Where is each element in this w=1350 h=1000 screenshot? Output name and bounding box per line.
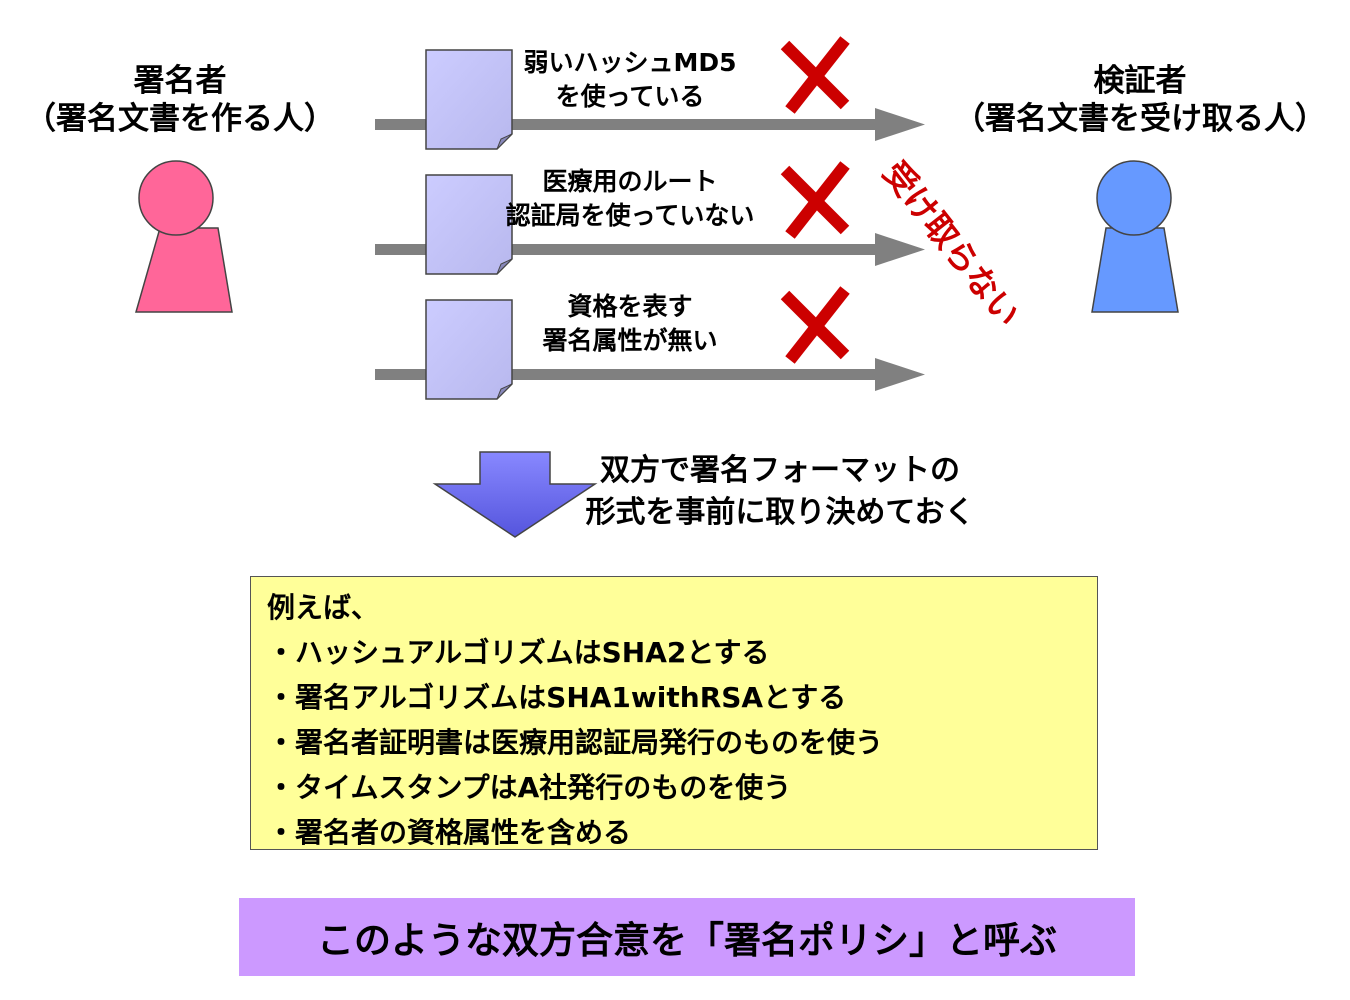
example-item: ・タイムスタンプはA社発行のものを使う <box>267 771 792 804</box>
verifier-title: 検証者 <box>1093 63 1187 99</box>
arrow-right-2 <box>375 233 925 266</box>
agreement-text: 双方で署名フォーマットの 形式を事前に取り決めておく <box>550 450 1010 534</box>
signer-subtitle: （署名文書を作る人） <box>25 101 335 137</box>
cross-icon <box>780 286 850 364</box>
cross-icon <box>780 161 850 239</box>
message-line: を使っている <box>555 82 705 111</box>
down-arrow-icon <box>432 451 598 538</box>
example-item: ・署名者の資格属性を含める <box>267 816 632 849</box>
message-weak-hash: 弱いハッシュMD5 を使っている <box>480 46 780 114</box>
message-line: 弱いハッシュMD5 <box>523 48 737 77</box>
message-no-attribute: 資格を表す 署名属性が無い <box>480 290 780 358</box>
agreement-line: 形式を事前に取り決めておく <box>585 495 975 530</box>
signer-label: 署名者 （署名文書を作る人） <box>0 62 360 138</box>
verifier-person-icon <box>1091 160 1179 313</box>
cross-icon <box>780 36 850 114</box>
arrow-right-1 <box>375 108 925 141</box>
verifier-label: 検証者 （署名文書を受け取る人） <box>930 62 1350 138</box>
policy-statement: このような双方合意を「署名ポリシ」と呼ぶ <box>239 898 1135 976</box>
agreement-line: 双方で署名フォーマットの <box>600 453 960 488</box>
verifier-subtitle: （署名文書を受け取る人） <box>954 101 1326 137</box>
example-item: ・署名者証明書は医療用認証局発行のものを使う <box>267 726 884 759</box>
message-line: 医療用のルート <box>542 167 718 196</box>
example-box: 例えば、 ・ハッシュアルゴリズムはSHA2とする ・署名アルゴリズムはSHA1w… <box>250 576 1098 850</box>
example-item: ・ハッシュアルゴリズムはSHA2とする <box>267 636 770 669</box>
signer-title: 署名者 <box>133 63 227 99</box>
example-heading: 例えば、 <box>267 591 380 624</box>
message-line: 認証局を使っていない <box>505 201 755 230</box>
message-line: 署名属性が無い <box>542 326 718 355</box>
document-icon <box>425 299 513 400</box>
document-icon <box>425 174 513 275</box>
example-item: ・署名アルゴリズムはSHA1withRSAとする <box>267 681 847 714</box>
arrow-right-3 <box>375 358 925 391</box>
document-icon <box>425 49 513 150</box>
message-line: 資格を表す <box>567 292 693 321</box>
message-root-ca: 医療用のルート 認証局を使っていない <box>470 165 790 233</box>
signer-person-icon <box>135 160 233 313</box>
